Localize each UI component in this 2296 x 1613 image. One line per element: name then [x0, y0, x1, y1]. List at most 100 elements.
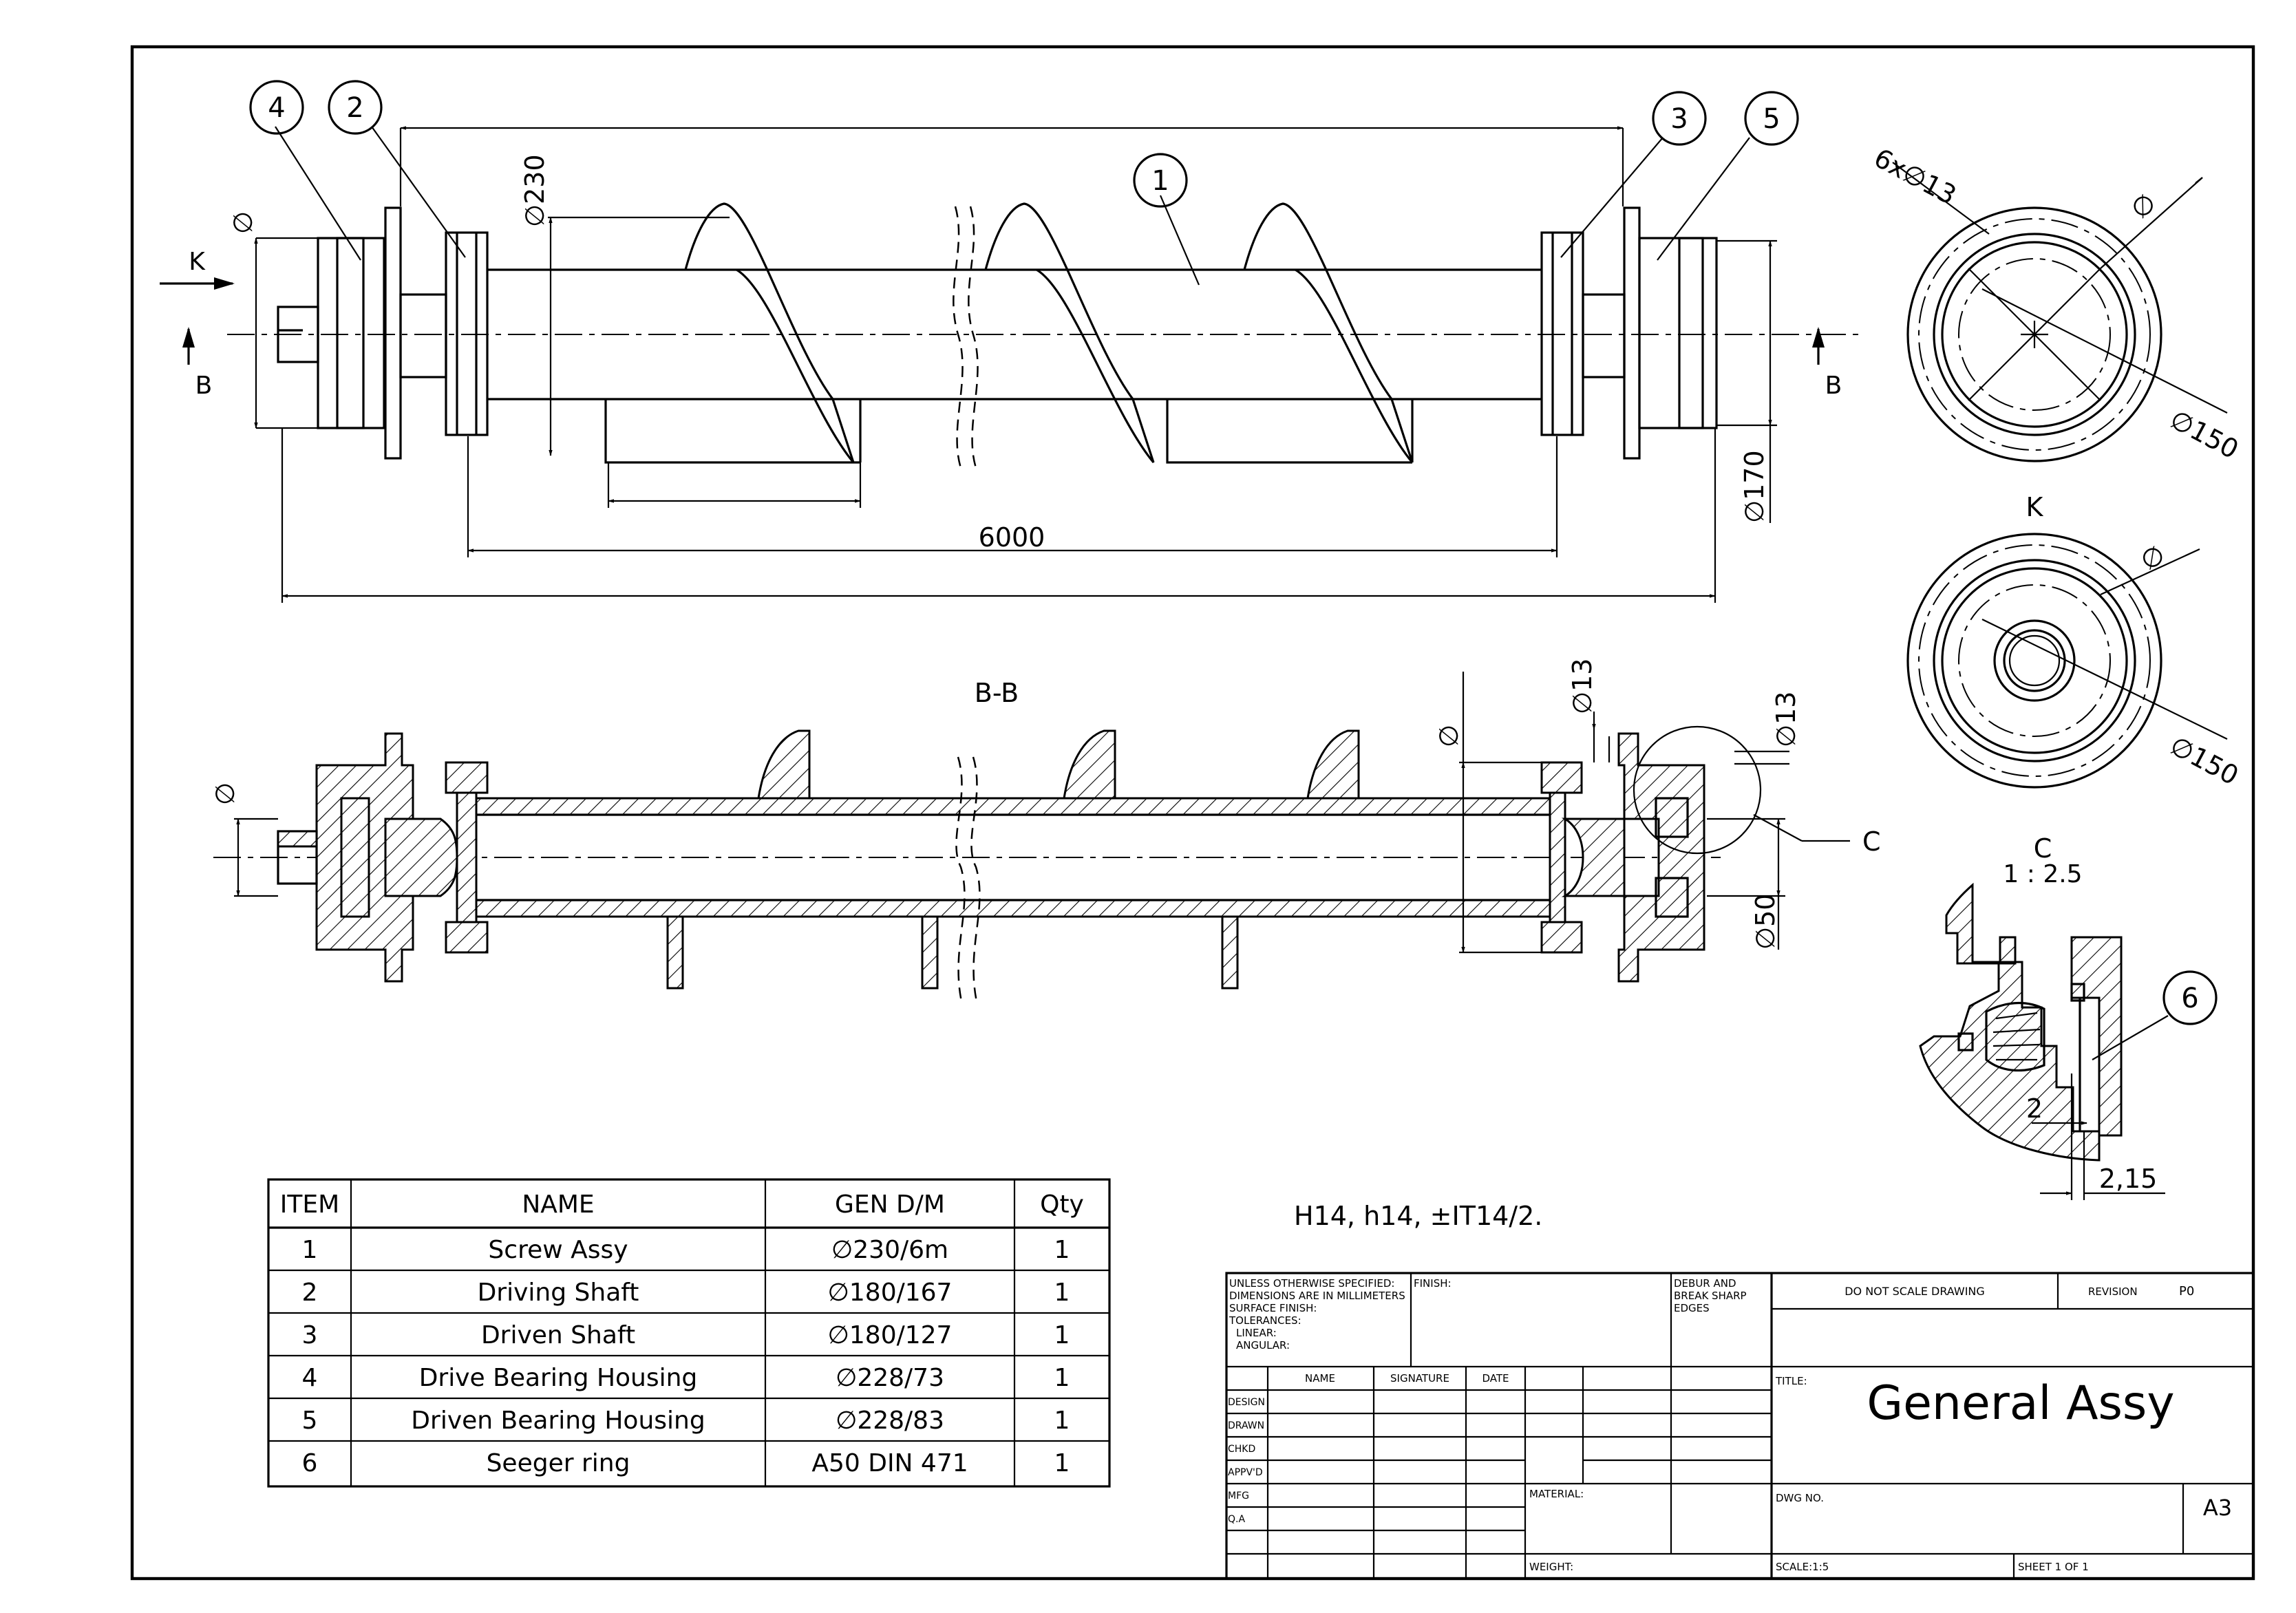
balloon-5: 5	[1744, 91, 1799, 146]
tb-role-drawn: DRAWN	[1228, 1420, 1264, 1431]
balloon-6: 6	[2162, 970, 2218, 1025]
dim-section-bolt-1: ∅13	[1567, 659, 1597, 714]
balloon-1: 1	[1133, 153, 1188, 208]
view-k-arrow-label: K	[189, 248, 206, 276]
dim-screw-diameter: ∅230	[520, 154, 550, 227]
title-block: UNLESS OTHERWISE SPECIFIED: DIMENSIONS A…	[1225, 1272, 2255, 1580]
view-k	[1906, 533, 2228, 789]
bom-header-name: NAME	[522, 1190, 594, 1219]
tb-role-qa: Q.A	[1228, 1514, 1245, 1525]
tb-debur-2: BREAK SHARP	[1674, 1290, 1747, 1302]
balloon-4-label: 4	[268, 92, 285, 124]
balloon-2-label: 2	[346, 92, 363, 124]
bom-row-3-name: Driven Shaft	[481, 1321, 635, 1349]
tb-material: MATERIAL:	[1529, 1488, 1584, 1500]
bom-row-2-gen: ∅180/167	[828, 1279, 953, 1307]
dim-k-right-partial: ∅	[2136, 539, 2171, 577]
bom-row-2-qty: 1	[1054, 1279, 1070, 1307]
tb-debur-1: DEBUR AND	[1674, 1277, 1736, 1290]
bom-row-1-item: 1	[302, 1236, 318, 1264]
bom-row-4-name: Drive Bearing Housing	[419, 1364, 698, 1392]
view-k-title: K	[2026, 492, 2044, 522]
bom-row-5-qty: 1	[1054, 1407, 1070, 1435]
balloon-4: 4	[249, 80, 304, 135]
tb-role-chkd: CHKD	[1228, 1444, 1255, 1455]
tolerance-note: H14, h14, ±IT14/2.	[1294, 1201, 1542, 1231]
end-view-top	[1892, 162, 2228, 462]
tb-dwg-no: DWG NO.	[1776, 1492, 1824, 1504]
bom-row-4-qty: 1	[1054, 1364, 1070, 1392]
bom-row-3-gen: ∅180/127	[828, 1321, 953, 1349]
dim-holes: 6x∅13	[1869, 142, 1962, 211]
detail-callout-label: C	[1862, 826, 1881, 857]
dim-right-diameter: ∅170	[1739, 450, 1769, 523]
tb-unless-1: UNLESS OTHERWISE SPECIFIED:	[1229, 1277, 1394, 1290]
dim-section-bolt-2: ∅13	[1771, 692, 1801, 747]
tb-unless-2: DIMENSIONS ARE IN MILLIMETERS	[1229, 1290, 1405, 1302]
bom-row-3-item: 3	[302, 1321, 318, 1349]
bom-row-6-gen: A50 DIN 471	[811, 1449, 968, 1477]
bom-row-6-qty: 1	[1054, 1449, 1070, 1477]
tb-sheet: SHEET 1 OF 1	[2018, 1561, 2089, 1573]
bom-row-5-item: 5	[302, 1407, 318, 1435]
drawing-border	[130, 45, 2255, 1581]
balloon-5-label: 5	[1763, 103, 1780, 135]
tb-unless-3: SURFACE FINISH:	[1229, 1302, 1317, 1314]
tb-debur-3: EDGES	[1674, 1302, 1710, 1314]
section-title: B-B	[975, 678, 1019, 708]
bom-row-1-name: Screw Assy	[488, 1236, 628, 1264]
tb-title: General Assy	[1867, 1376, 2174, 1431]
section-b-b	[213, 672, 1850, 1005]
tb-weight: WEIGHT:	[1529, 1561, 1573, 1573]
tb-title-label: TITLE:	[1775, 1375, 1807, 1387]
dim-detail-gap: 2	[2026, 1093, 2043, 1124]
dim-pcd-k: ∅150	[2165, 730, 2244, 791]
detail-c	[1919, 882, 2169, 1200]
tb-col-name: NAME	[1305, 1372, 1335, 1385]
dim-pcd-top: ∅150	[2165, 404, 2244, 464]
detail-title: C	[2034, 833, 2052, 864]
dim-section-mid: ∅	[1434, 725, 1464, 747]
dim-section-left: ∅	[210, 782, 240, 805]
tb-size: A3	[2203, 1495, 2232, 1521]
tb-role-appvd: APPV'D	[1228, 1467, 1263, 1478]
tb-scale: SCALE:1:5	[1776, 1561, 1829, 1573]
tb-unless-4: TOLERANCES:	[1229, 1314, 1301, 1327]
balloon-3: 3	[1652, 91, 1707, 146]
bom-row-5-name: Driven Bearing Housing	[411, 1407, 705, 1435]
bom-row-2-name: Driving Shaft	[478, 1279, 639, 1307]
dim-section-shaft: ∅50	[1750, 894, 1781, 950]
tb-col-signature: SIGNATURE	[1390, 1372, 1449, 1385]
bom-row-6-item: 6	[302, 1449, 318, 1477]
bom-row-3-qty: 1	[1054, 1321, 1070, 1349]
tb-finish: FINISH:	[1414, 1277, 1452, 1290]
bom-row-1-gen: ∅230/6m	[831, 1236, 948, 1264]
tb-unless-6: ANGULAR:	[1236, 1339, 1290, 1352]
dim-overall-length: 6000	[979, 522, 1045, 553]
tb-revision-label: REVISION	[2088, 1285, 2138, 1298]
bom-header-gen: GEN D/M	[835, 1190, 945, 1219]
balloon-1-label: 1	[1151, 165, 1169, 197]
bom-row-6-name: Seeger ring	[487, 1449, 630, 1477]
tb-revision-value: P0	[2179, 1284, 2194, 1299]
dim-left-diameter: ∅	[228, 211, 258, 234]
balloon-3-label: 3	[1670, 103, 1688, 135]
bom-header-qty: Qty	[1040, 1190, 1084, 1219]
tb-role-design: DESIGN	[1228, 1397, 1265, 1408]
bom-row-4-item: 4	[302, 1364, 318, 1392]
bom-header-item: ITEM	[280, 1190, 339, 1219]
bom-row-1-qty: 1	[1054, 1236, 1070, 1264]
bom-row-2-item: 2	[302, 1279, 318, 1307]
section-b-left-label: B	[195, 372, 213, 400]
bom-table: ITEM NAME GEN D/M Qty 1 Screw Assy ∅230/…	[267, 1178, 1111, 1488]
dim-detail-gap-2: 2,15	[2099, 1164, 2158, 1194]
section-b-right-label: B	[1825, 372, 1842, 400]
bom-row-4-gen: ∅228/73	[836, 1364, 944, 1392]
balloon-6-label: 6	[2181, 983, 2198, 1014]
tb-col-date: DATE	[1482, 1372, 1509, 1385]
tb-role-mfg: MFG	[1228, 1491, 1249, 1502]
bom-row-5-gen: ∅228/83	[836, 1407, 944, 1435]
tb-do-not-scale: DO NOT SCALE DRAWING	[1845, 1285, 1985, 1298]
balloon-2: 2	[328, 80, 383, 135]
